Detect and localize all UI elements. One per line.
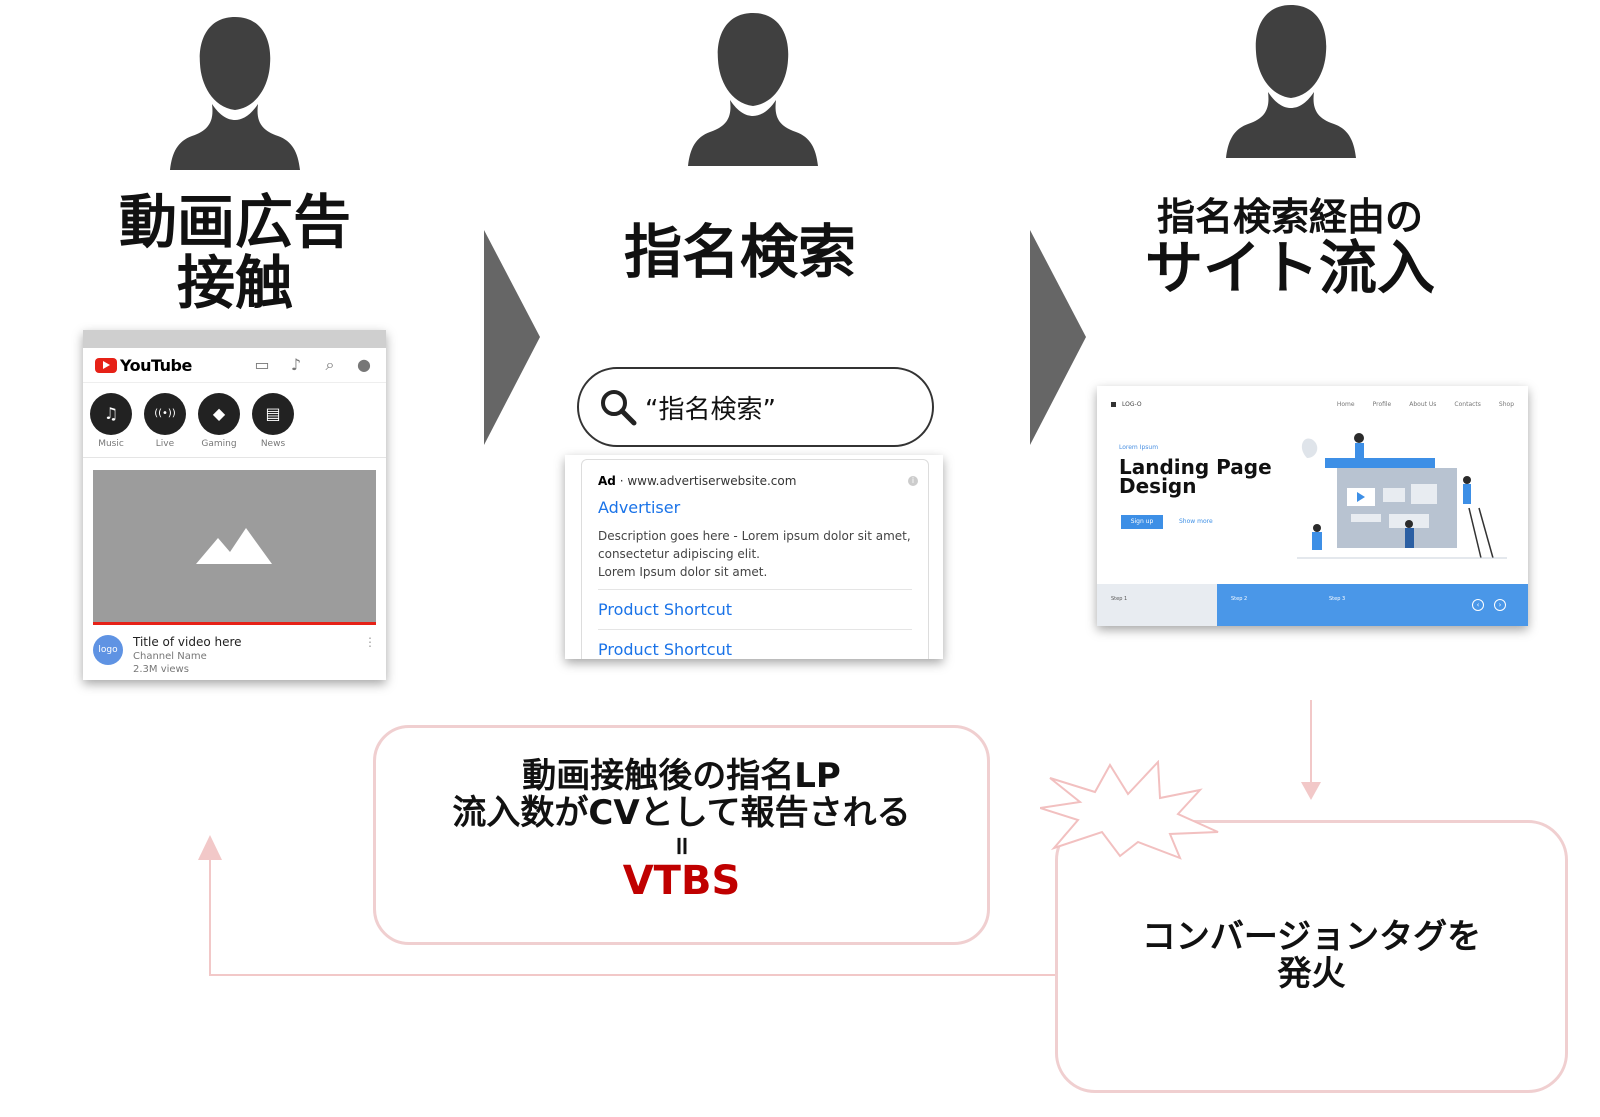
step-title-site-visit-line2: サイト流入 — [1144, 233, 1435, 302]
step-item[interactable]: Step 2 — [1231, 596, 1248, 602]
landing-title-line1: Landing Page — [1119, 455, 1272, 479]
category-music[interactable]: ♫ Music — [89, 393, 133, 449]
ad-description: Description goes here - Lorem ipsum dolo… — [598, 527, 912, 581]
more-options-icon[interactable]: ⋮ — [364, 635, 376, 649]
youtube-app-screenshot: YouTube ▭ ♪ ⌕ ● ♫ Music ((•)) Live ◆ Gam… — [83, 330, 386, 680]
ad-desc-line: Description goes here - Lorem ipsum dolo… — [598, 529, 911, 543]
menu-item-contacts[interactable]: Contacts — [1454, 400, 1481, 408]
step-title-site-visit-line1: 指名検索経由の — [1156, 195, 1423, 239]
ad-title-link[interactable]: Advertiser — [598, 498, 681, 517]
landing-menu: Home Profile About Us Contacts Shop — [1337, 401, 1514, 408]
step-item[interactable]: Step 3 — [1329, 596, 1346, 602]
search-query: “指名検索” — [645, 394, 776, 425]
gamepad-icon: ◆ — [198, 393, 240, 435]
flow-arrow-2 — [1030, 230, 1086, 445]
landing-title: Landing Page Design — [1119, 455, 1272, 498]
conversion-line-1: コンバージョンタグを — [1141, 917, 1482, 957]
step-title-branded-search: 指名検索 — [600, 222, 880, 283]
status-bar — [83, 330, 386, 348]
youtube-logo-text: YouTube — [120, 355, 192, 375]
info-icon[interactable]: i — [908, 476, 918, 486]
menu-item-shop[interactable]: Shop — [1498, 400, 1514, 408]
youtube-header: YouTube ▭ ♪ ⌕ ● — [83, 348, 386, 383]
flow-arrow-1 — [484, 230, 540, 445]
ad-label: Ad — [598, 474, 616, 488]
bell-icon[interactable]: ♪ — [290, 355, 302, 374]
step-title-video-ad: 動画広告 接触 — [95, 192, 375, 314]
vtbs-line-1: 動画接触後の指名LP — [522, 756, 841, 796]
carousel-arrows: ‹ › — [1472, 584, 1528, 626]
steps-strip: Step 1 Step 2 Step 3 ‹ › — [1097, 584, 1528, 626]
ad-desc-line: consectetur adipiscing elit. — [598, 547, 760, 561]
cast-icon[interactable]: ▭ — [254, 355, 270, 374]
ad-url-line: Ad · www.advertiserwebsite.com — [598, 474, 912, 488]
live-icon: ((•)) — [144, 393, 186, 435]
person-icon-1 — [170, 17, 300, 170]
ad-card: Ad · www.advertiserwebsite.com i Adverti… — [581, 459, 929, 659]
news-icon: ▤ — [252, 393, 294, 435]
search-box[interactable]: “指名検索” — [577, 367, 934, 447]
search-ad-result: Ad · www.advertiserwebsite.com i Adverti… — [565, 455, 943, 659]
step-item[interactable]: Step 1 — [1097, 584, 1217, 626]
product-shortcut-link[interactable]: Product Shortcut — [598, 629, 912, 659]
vtbs-line-2: 流入数がCVとして報告される — [452, 793, 911, 834]
burst-icon — [1040, 760, 1219, 860]
search-icon — [601, 390, 637, 426]
video-title[interactable]: Title of video here — [133, 635, 242, 649]
step-title-branded-search-line1: 指名検索 — [623, 218, 856, 286]
menu-item-home[interactable]: Home — [1336, 400, 1355, 408]
category-label: Music — [98, 439, 124, 449]
landing-eyebrow: Lorem Ipsum — [1119, 444, 1159, 451]
chevron-left-icon[interactable]: ‹ — [1472, 599, 1484, 611]
step-title-video-ad-line1: 動画広告 — [118, 188, 351, 256]
menu-item-about[interactable]: About Us — [1409, 400, 1437, 408]
landing-logo[interactable]: LOG-O — [1122, 400, 1142, 408]
menu-item-profile[interactable]: Profile — [1372, 400, 1392, 408]
category-gaming[interactable]: ◆ Gaming — [197, 393, 241, 449]
person-icon-2 — [688, 13, 818, 166]
step-title-video-ad-line2: 接触 — [176, 248, 293, 317]
category-live[interactable]: ((•)) Live — [143, 393, 187, 449]
person-icon-3 — [1226, 5, 1356, 158]
ad-url: · www.advertiserwebsite.com — [615, 474, 797, 488]
product-shortcut-link[interactable]: Product Shortcut — [598, 589, 912, 629]
account-icon[interactable]: ● — [357, 355, 371, 374]
youtube-header-icons: ▭ ♪ ⌕ ● — [252, 355, 374, 375]
step-title-site-visit: 指名検索経由の サイト流入 — [1130, 195, 1450, 302]
show-more-link[interactable]: Show more — [1179, 518, 1213, 525]
video-meta: logo Title of video here Channel Name 2.… — [83, 625, 386, 680]
video-thumbnail[interactable] — [93, 470, 376, 625]
landing-page-screenshot: LOG-O Home Profile About Us Contacts Sho… — [1097, 386, 1528, 626]
channel-avatar[interactable]: logo — [93, 635, 123, 665]
youtube-logo[interactable]: YouTube — [95, 356, 192, 375]
channel-name: Channel Name — [133, 651, 207, 662]
landing-nav: LOG-O Home Profile About Us Contacts Sho… — [1097, 386, 1528, 422]
view-count: 2.3M views — [133, 664, 189, 675]
search-icon[interactable]: ⌕ — [325, 355, 335, 374]
category-label: Live — [155, 439, 175, 449]
category-news[interactable]: ▤ News — [251, 393, 295, 449]
youtube-categories: ♫ Music ((•)) Live ◆ Gaming ▤ News — [83, 383, 386, 449]
vtbs-label: VTBS — [622, 857, 741, 904]
youtube-play-icon — [95, 357, 117, 373]
image-placeholder-icon — [196, 528, 272, 564]
equals-sign: = — [666, 834, 697, 857]
category-label: Gaming — [201, 439, 237, 449]
logo-icon — [1111, 401, 1116, 407]
signup-button[interactable]: Sign up — [1121, 515, 1163, 529]
music-icon: ♫ — [90, 393, 132, 435]
vtbs-explanation-box: 動画接触後の指名LP 流入数がCVとして報告される = VTBS — [373, 725, 990, 945]
divider — [83, 457, 386, 458]
illustration — [1297, 433, 1507, 559]
conversion-tag-box: コンバージョンタグを 発火 — [1055, 820, 1568, 1093]
chevron-right-icon[interactable]: › — [1494, 599, 1506, 611]
conversion-line-2: 発火 — [1277, 954, 1346, 995]
landing-title-line2: Design — [1119, 474, 1197, 498]
category-label: News — [260, 439, 286, 449]
ad-desc-line: Lorem Ipsum dolor sit amet. — [598, 565, 768, 579]
